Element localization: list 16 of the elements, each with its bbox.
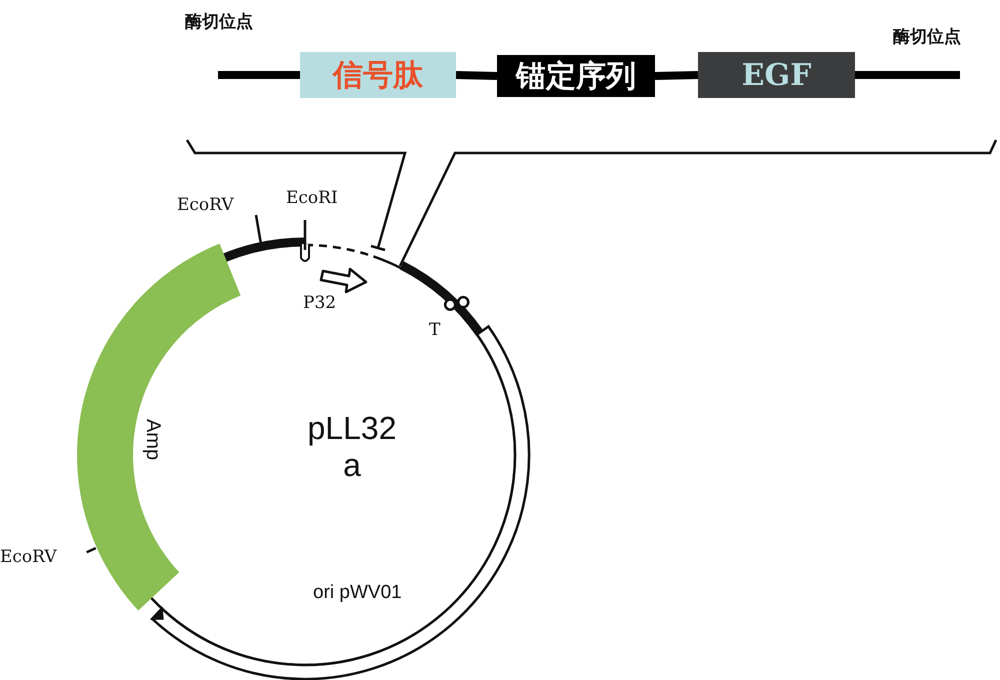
origin-label: ori pWV01 [313, 582, 402, 604]
gene-segment-box: 锚定序列 [497, 55, 655, 97]
connector-line [855, 71, 960, 79]
promoter-label: P32 [303, 293, 336, 313]
site-label: 酶切位点 [893, 26, 961, 48]
plasmid-name: pLL32 a [306, 410, 398, 484]
connector-line [456, 71, 498, 80]
site-label: EcoRV [0, 547, 57, 567]
connector-line [654, 71, 698, 80]
site-label: EcoRV [177, 195, 234, 215]
gene-segment-box: 信号肽 [300, 52, 456, 98]
gene-segment-box: EGF [698, 52, 855, 98]
site-label: 酶切位点 [185, 11, 253, 33]
terminator-label: T [429, 320, 440, 340]
connector-line [218, 71, 300, 79]
site-label: EcoRI [286, 188, 338, 208]
